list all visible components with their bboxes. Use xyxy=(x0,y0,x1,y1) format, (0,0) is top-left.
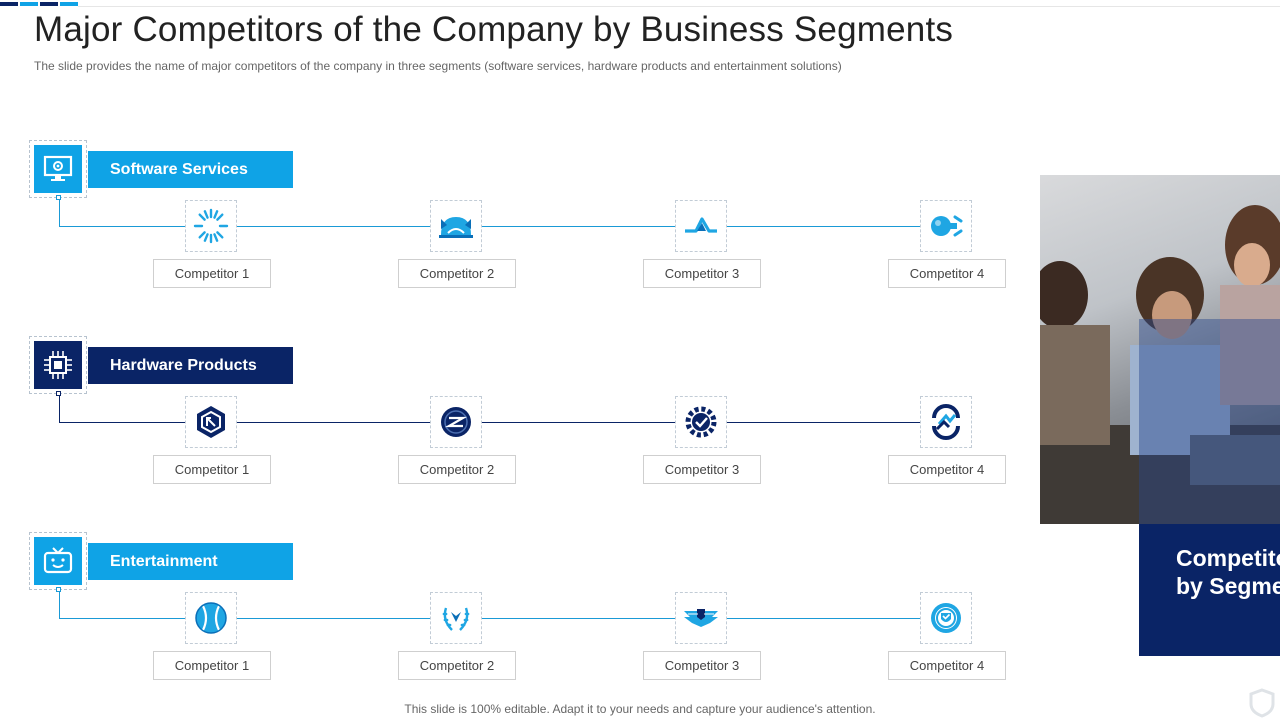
competitor-label: Competitor 1 xyxy=(153,455,271,484)
competitor-label: Competitor 4 xyxy=(888,651,1006,680)
top-accent-bars xyxy=(0,0,1280,6)
segment-icon-frame xyxy=(29,336,87,394)
cpu-chip-icon xyxy=(34,341,82,389)
competitor-label: Competitor 3 xyxy=(643,259,761,288)
connector-node xyxy=(56,391,61,396)
competitor-label: Competitor 2 xyxy=(398,259,516,288)
starburst-logo-icon xyxy=(185,200,237,252)
segment-icon-frame xyxy=(29,532,87,590)
segment-label: Software Services xyxy=(88,151,293,188)
shield-circle-logo-icon xyxy=(920,592,972,644)
plug-logo-icon xyxy=(920,200,972,252)
competitor-label: Competitor 1 xyxy=(153,651,271,680)
competitor-label: Competitor 3 xyxy=(643,651,761,680)
segment-label: Entertainment xyxy=(88,543,293,580)
team-photo xyxy=(1040,175,1280,524)
connector-node xyxy=(56,195,61,200)
peak-logo-icon xyxy=(675,200,727,252)
footer-text: This slide is 100% editable. Adapt it to… xyxy=(404,702,876,716)
competitor-label: Competitor 2 xyxy=(398,651,516,680)
dome-logo-icon xyxy=(430,200,482,252)
connector-vertical xyxy=(59,394,60,422)
side-heading-line1: Competitors xyxy=(1176,545,1280,571)
competitor-label: Competitor 2 xyxy=(398,455,516,484)
segment-software-services: Software Services xyxy=(0,140,1040,300)
top-divider xyxy=(78,6,1280,7)
connector-node xyxy=(56,587,61,592)
monitor-gear-icon xyxy=(34,145,82,193)
side-heading-block: Competitors by Segments xyxy=(1139,524,1280,656)
footer-note: This slide is 100% editable. Adapt it to… xyxy=(0,702,1280,716)
segment-entertainment: Entertainment xyxy=(0,532,1040,692)
ball-logo-icon xyxy=(185,592,237,644)
connector-horizontal xyxy=(59,618,946,619)
side-heading: Competitors by Segments xyxy=(1176,544,1280,600)
gear-check-logo-icon xyxy=(675,396,727,448)
hexagon-logo-icon xyxy=(185,396,237,448)
corner-logo-icon xyxy=(1249,688,1275,723)
wings-logo-icon xyxy=(675,592,727,644)
connector-vertical xyxy=(59,198,60,226)
tv-smile-icon xyxy=(34,537,82,585)
laurel-logo-icon xyxy=(430,592,482,644)
connector-vertical xyxy=(59,590,60,618)
competitor-label: Competitor 4 xyxy=(888,259,1006,288)
slide-title: Major Competitors of the Company by Busi… xyxy=(34,10,954,49)
competitor-label: Competitor 4 xyxy=(888,455,1006,484)
slide-subtitle: The slide provides the name of major com… xyxy=(34,59,842,73)
side-heading-line2: by Segments xyxy=(1176,573,1280,599)
connector-horizontal xyxy=(59,422,946,423)
segment-label: Hardware Products xyxy=(88,347,293,384)
connector-horizontal xyxy=(59,226,946,227)
segment-icon-frame xyxy=(29,140,87,198)
circle-z-logo-icon xyxy=(430,396,482,448)
swirl-logo-icon xyxy=(920,396,972,448)
competitor-label: Competitor 3 xyxy=(643,455,761,484)
segment-hardware-products: Hardware Products Competitor 1 xyxy=(0,336,1040,496)
photo-overlay xyxy=(1139,319,1280,524)
competitor-label: Competitor 1 xyxy=(153,259,271,288)
